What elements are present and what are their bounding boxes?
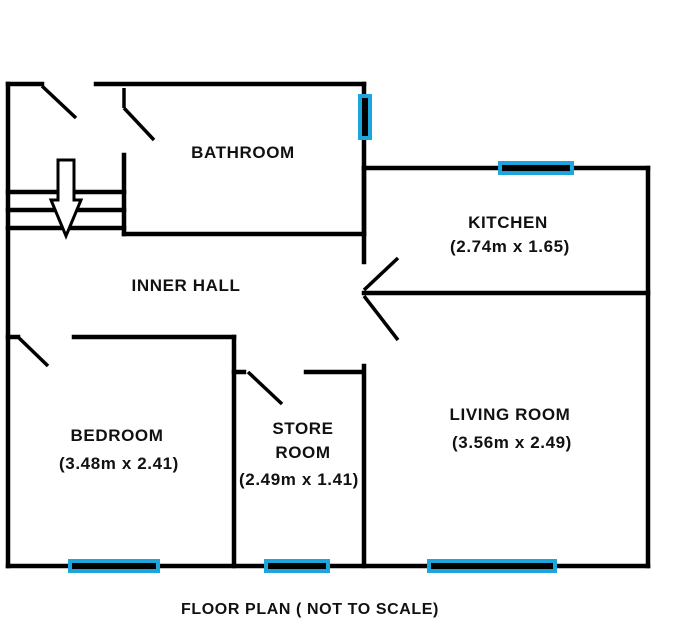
bedroom-label: BEDROOM xyxy=(71,426,164,445)
bedroom-size: (3.48m x 2.41) xyxy=(59,454,179,473)
windows xyxy=(68,94,574,573)
bedroom-window xyxy=(68,559,160,573)
store-room-window xyxy=(264,559,330,573)
floor-plan-caption: FLOOR PLAN ( NOT TO SCALE) xyxy=(181,601,439,618)
bathroom-walls xyxy=(121,88,367,237)
living-room-door xyxy=(362,294,400,342)
living-room-label: LIVING ROOM xyxy=(450,405,571,424)
entrance-door xyxy=(40,84,78,120)
inner-hall-label: INNER HALL xyxy=(132,276,241,295)
store-room-label-line2: ROOM xyxy=(275,443,330,462)
bedroom-walls xyxy=(5,334,237,569)
kitchen-window xyxy=(498,161,574,175)
bedroom-door xyxy=(16,335,50,368)
kitchen-door xyxy=(362,256,400,292)
bathroom-door xyxy=(122,106,156,142)
store-room-size: (2.49m x 1.41) xyxy=(239,470,359,489)
kitchen-walls xyxy=(361,165,651,569)
kitchen-size: (2.74m x 1.65) xyxy=(450,237,570,256)
kitchen-label: KITCHEN xyxy=(468,213,548,232)
outer-walls xyxy=(5,81,651,569)
living-room-window xyxy=(427,559,557,573)
bathroom-window xyxy=(358,94,372,140)
doors xyxy=(16,84,400,406)
store-room-label-line1: STORE xyxy=(272,419,333,438)
store-room-door xyxy=(246,370,284,406)
living-room-size: (3.56m x 2.49) xyxy=(452,433,572,452)
bathroom-label: BATHROOM xyxy=(191,143,295,162)
stair-down-arrow-icon xyxy=(48,158,84,240)
